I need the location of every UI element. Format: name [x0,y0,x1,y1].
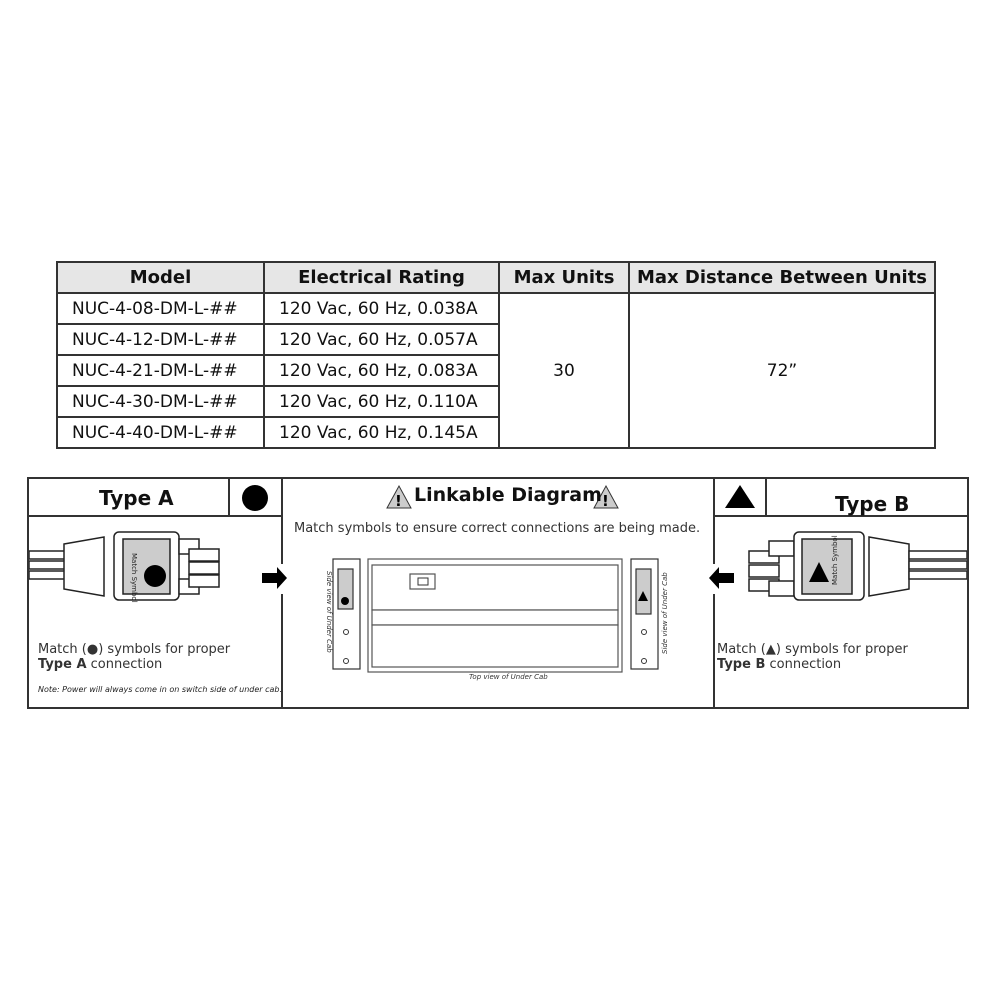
header-max-units: Max Units [498,261,630,294]
rating-cell: 120 Vac, 60 Hz, 0.038A [263,292,500,325]
diagram-graphics: Match Symbol Match Symbol Side view of U… [29,479,967,707]
rating-cell: 120 Vac, 60 Hz, 0.057A [263,323,500,356]
header-model: Model [56,261,265,294]
match-symbol-label: Match Symbol [831,535,839,585]
top-view-label: Top view of Under Cab [469,673,548,681]
header-electrical-rating: Electrical Rating [263,261,500,294]
under-cab-side-view-left [332,558,361,670]
triangle-symbol-icon [725,485,755,508]
linkable-diagram-title: Linkable Diagram [414,484,602,506]
arrow-right-icon [262,567,287,589]
model-cell: NUC-4-08-DM-L-## [56,292,265,325]
type-a-connector-icon [29,531,220,601]
circle-inline-icon: ● [86,642,99,657]
type-b-instructions: Match (▲) symbols for proper Type B conn… [717,642,908,672]
type-a-instructions: Match (●) symbols for proper Type A conn… [38,642,231,672]
side-view-label-left: Side view of Under Cab [325,571,333,653]
model-cell: NUC-4-12-DM-L-## [56,323,265,356]
header-max-distance: Max Distance Between Units [628,261,936,294]
model-cell: NUC-4-40-DM-L-## [56,416,265,449]
table-header-row: Model Electrical Rating Max Units Max Di… [56,261,936,294]
type-b-connector-icon [748,531,967,601]
svg-text:!: ! [602,492,609,510]
type-b-title: Type B [835,492,910,516]
table-row: NUC-4-40-DM-L-##120 Vac, 60 Hz, 0.145A [56,416,935,449]
match-symbol-label: Match Symbol [130,553,138,603]
linkable-diagram-panel: Match Symbol Match Symbol Side view of U… [27,477,969,709]
rating-cell: 120 Vac, 60 Hz, 0.110A [263,385,500,418]
linkable-diagram-subtitle: Match symbols to ensure correct connecti… [294,521,701,536]
power-note: Note: Power will always come in on switc… [38,685,283,694]
arrow-left-icon [709,567,734,589]
under-cab-top-view [367,558,623,673]
warning-icon-right: ! [593,484,619,510]
type-a-title: Type A [99,486,174,510]
rating-cell: 120 Vac, 60 Hz, 0.145A [263,416,500,449]
svg-text:!: ! [395,492,402,510]
spec-table: Model Electrical Rating Max Units Max Di… [56,261,936,449]
triangle-inline-icon: ▲ [765,642,776,657]
table-row: NUC-4-30-DM-L-##120 Vac, 60 Hz, 0.110A [56,385,935,418]
model-cell: NUC-4-30-DM-L-## [56,385,265,418]
max-units-cell: 30 [498,292,630,449]
circle-symbol-icon [242,485,268,511]
max-distance-cell: 72” [628,292,936,449]
side-view-label-right: Side view of Under Cab [661,572,669,654]
table-row: NUC-4-12-DM-L-##120 Vac, 60 Hz, 0.057A [56,323,935,356]
rating-cell: 120 Vac, 60 Hz, 0.083A [263,354,500,387]
model-cell: NUC-4-21-DM-L-## [56,354,265,387]
table-row: NUC-4-21-DM-L-##120 Vac, 60 Hz, 0.083A [56,354,935,387]
switch-icon [417,577,429,586]
warning-icon-left: ! [386,484,412,510]
under-cab-side-view-right [630,558,659,670]
